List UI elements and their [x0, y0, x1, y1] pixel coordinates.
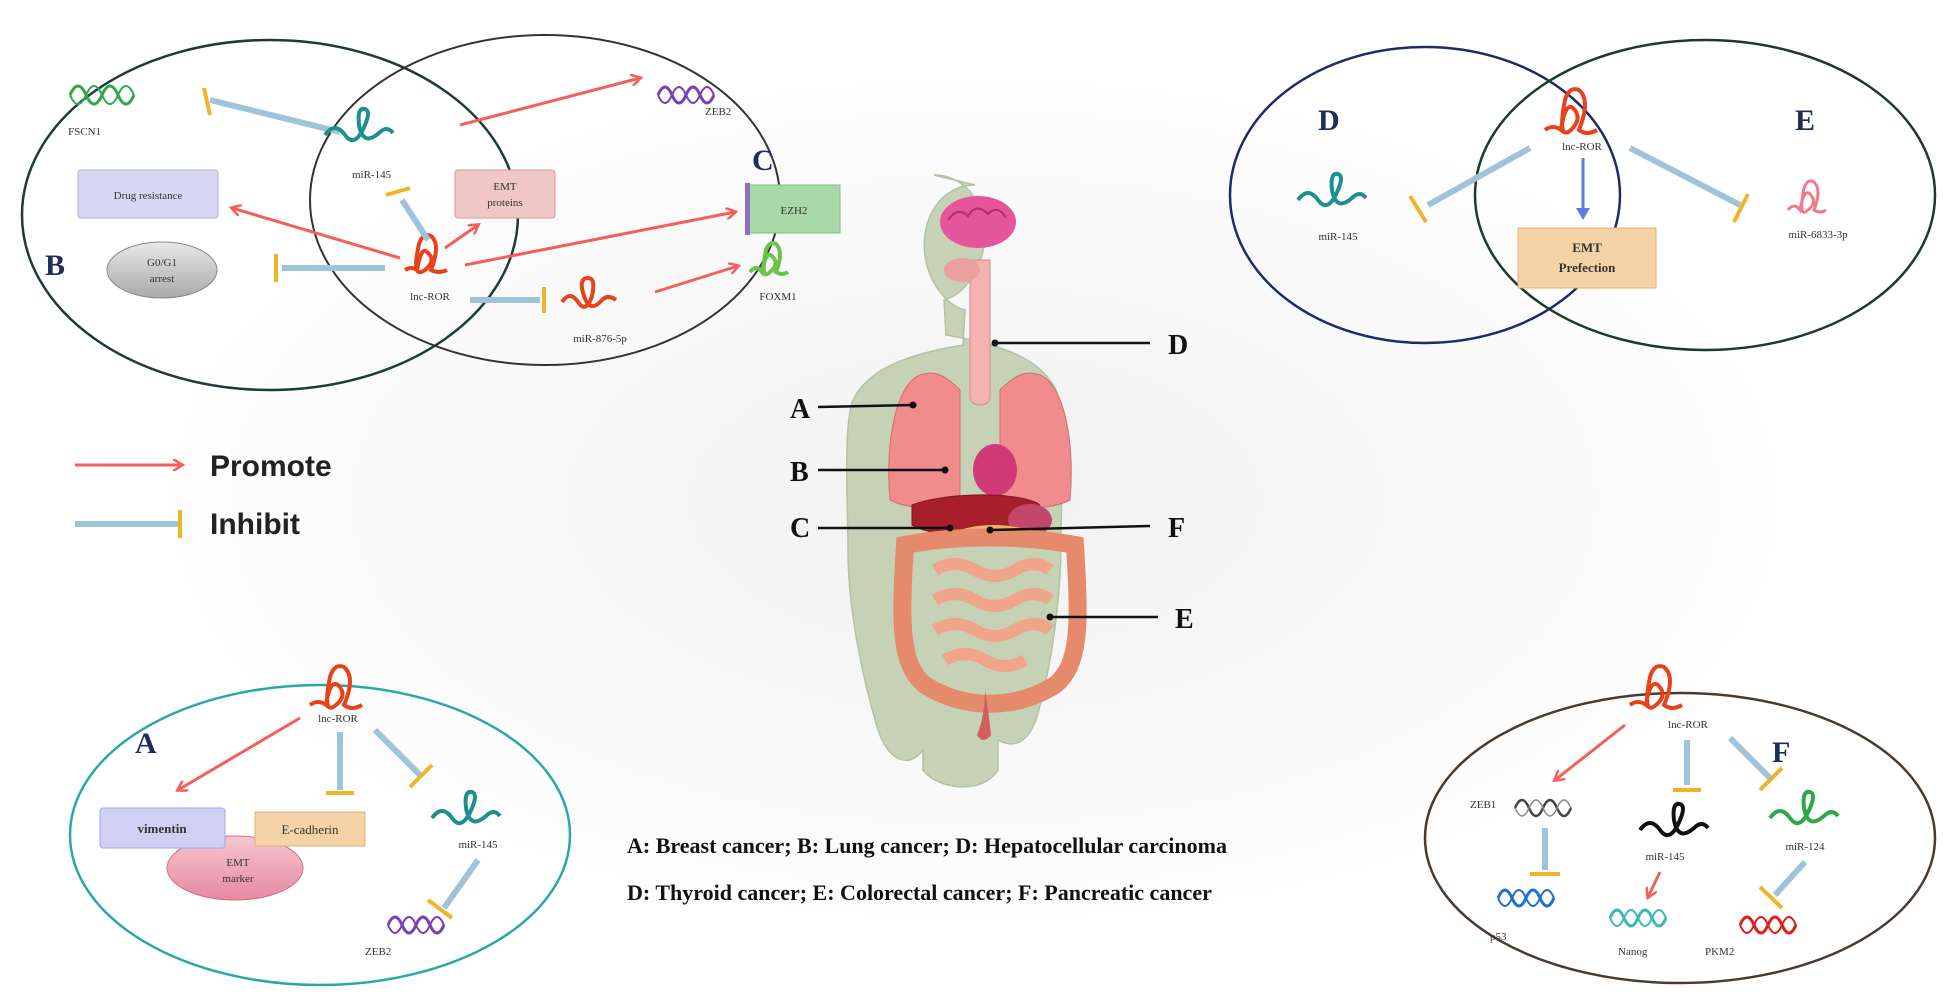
caption: A: Breast cancer; B: Lung cancer; D: Hep… [627, 833, 1227, 905]
legend-promote-label: Promote [210, 450, 332, 483]
panel-label-c: C [752, 144, 774, 177]
panel-hepatocellular-colorectal: D E lnc-ROR miR-145 EMT Prefection miR-6… [1228, 38, 1937, 352]
panel-label-e: E [1795, 104, 1815, 137]
zeb2-label-a: ZEB2 [365, 946, 391, 958]
emt-proteins-box [454, 169, 556, 219]
caption-line1: A: Breast cancer; B: Lung cancer; D: Hep… [627, 833, 1227, 858]
emt-marker-line1: EMT [226, 857, 250, 869]
nanog-label: Nanog [1618, 946, 1648, 958]
g0g1-label-line2: arrest [150, 273, 174, 285]
lncror-label-de: lnc-ROR [1562, 141, 1602, 153]
trachea [969, 259, 991, 406]
legend: Promote Inhibit [75, 450, 332, 541]
emt-prefection-box [1517, 227, 1657, 289]
mir6833-label: miR-6833-3p [1788, 229, 1848, 241]
mir145-label-f: miR-145 [1645, 851, 1685, 863]
panel-label-a: A [135, 727, 157, 760]
zeb2-label: ZEB2 [705, 106, 731, 118]
organ-label-c: C [790, 513, 810, 544]
organ-pointers: A B C D F E [790, 330, 1194, 635]
mir8765p-label: miR-876-5p [573, 333, 627, 345]
mir145-label-de: miR-145 [1318, 231, 1358, 243]
organ-label-d: D [1168, 330, 1188, 361]
lncror-hairpin-icon-de [1543, 87, 1599, 135]
mir145-hairpin-icon-a [430, 789, 502, 826]
large-intestine [893, 528, 1087, 713]
p53-label: p53 [1490, 931, 1507, 943]
pkm2-label: PKM2 [1705, 946, 1734, 958]
emt-proteins-label-line1: EMT [493, 181, 517, 193]
ecadherin-box [254, 811, 366, 847]
ellipse-e [1473, 38, 1937, 352]
panel-pancreatic: F lnc-ROR ZEB1 p53 miR-145 Nanog [1423, 664, 1937, 985]
emt-marker-ellipse [166, 835, 304, 901]
vimentin-box [99, 807, 226, 849]
mir145-hairpin-icon [323, 106, 395, 143]
legend-inhibit-label: Inhibit [210, 508, 300, 541]
organ-label-b: B [790, 457, 809, 488]
lncror-label-f: lnc-ROR [1668, 719, 1708, 731]
drug-resistance-label: Drug resistance [114, 190, 183, 202]
emt-marker-line2: marker [222, 873, 253, 885]
ellipse-d [1228, 45, 1622, 345]
g0g1-ellipse [106, 241, 218, 299]
foxm1-label: FOXM1 [759, 291, 796, 303]
ezh2-label: EZH2 [781, 205, 808, 217]
panel-label-f: F [1772, 736, 1790, 769]
lncror-hairpin-icon-a [308, 664, 364, 710]
emt-prefection-line2: Prefection [1559, 260, 1617, 275]
panel-label-d: D [1318, 104, 1340, 137]
mir145-hairpin-icon-f [1638, 801, 1710, 838]
mir145-label: miR-145 [352, 169, 392, 181]
ecadherin-label: E-cadherin [281, 822, 339, 837]
mir124-hairpin-icon [1768, 789, 1840, 826]
caption-line2: D: Thyroid cancer; E: Colorectal cancer;… [627, 880, 1212, 905]
zeb1-label: ZEB1 [1470, 799, 1496, 811]
lncror-label-a: lnc-ROR [318, 713, 358, 725]
panel-label-b: B [45, 249, 65, 282]
g0g1-label-line1: G0/G1 [147, 257, 177, 269]
mir8765p-hairpin-icon [560, 275, 618, 309]
ellipse-f [1423, 691, 1937, 985]
emt-prefection-line1: EMT [1572, 240, 1602, 255]
foxm1-hairpin-icon [748, 240, 790, 277]
mir6833-hairpin-icon [1786, 179, 1827, 214]
emt-proteins-label-line2: proteins [487, 197, 522, 209]
vimentin-label: vimentin [137, 821, 187, 836]
small-intestine [931, 558, 1054, 672]
fscn1-label: FSCN1 [68, 126, 101, 138]
human-body-illustration [846, 174, 1087, 788]
panel-lung-thyroid: B C FSCN1 miR-145 ZEB2 Drug resistance E… [20, 34, 841, 392]
brain [940, 196, 1016, 248]
heart [973, 444, 1017, 496]
lncror-label: lnc-ROR [410, 291, 450, 303]
panel-breast: A lnc-ROR EMT marker vimentin E-cadherin… [68, 664, 572, 987]
lncror-hairpin-icon [403, 233, 448, 275]
organ-label-f: F [1168, 513, 1185, 544]
organ-label-a: A [790, 394, 811, 425]
lncror-hairpin-icon-f [1628, 664, 1684, 710]
mir145-label-a: miR-145 [458, 839, 498, 851]
mir145-hairpin-icon-de [1296, 171, 1368, 208]
drug-resistance-box [77, 169, 219, 219]
mir124-label: miR-124 [1785, 841, 1825, 853]
rectum [977, 690, 991, 740]
ellipse-a [68, 683, 572, 987]
organ-label-e: E [1175, 604, 1194, 635]
